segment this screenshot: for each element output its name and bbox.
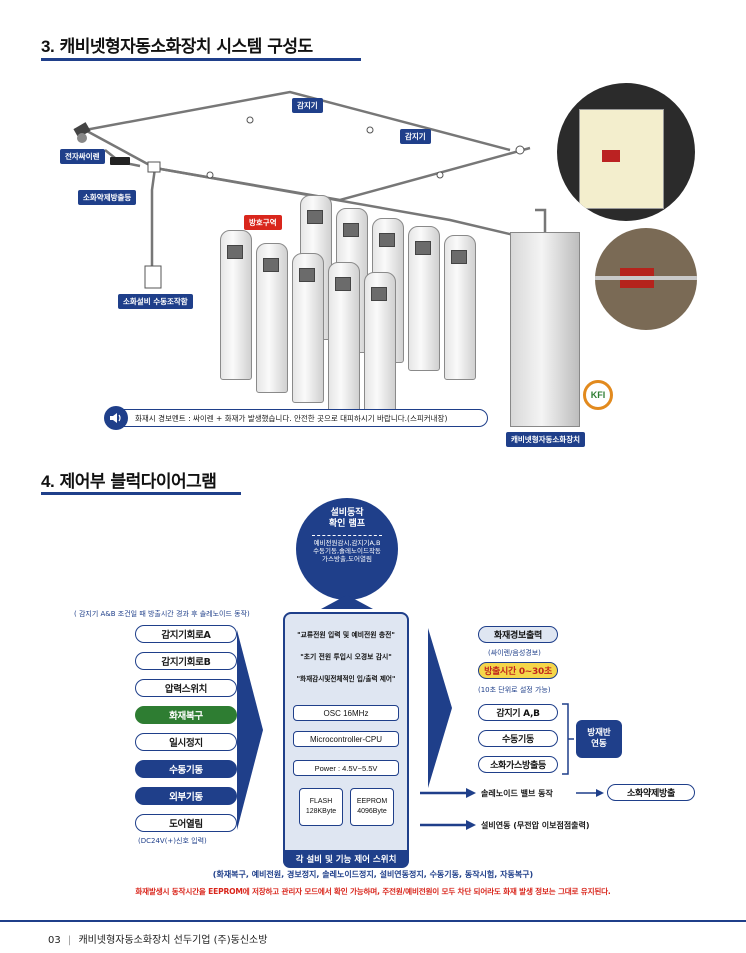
section3-rule xyxy=(41,58,361,61)
extinguisher-cabinet xyxy=(510,232,580,427)
speaker-icon xyxy=(104,406,128,430)
siren-label: 전자싸이렌 xyxy=(60,149,105,164)
agent-discharge-output: 소화약제방출 xyxy=(607,784,695,801)
cpu-footer: 각 설비 및 기능 제어 스위치 xyxy=(283,850,409,868)
detector-label-2: 감지기 xyxy=(400,129,431,144)
input-7: 외부기동 xyxy=(135,787,237,805)
input-note: ( 감지기 A&B 조건일 때 방출시간 경과 후 솔레노이드 동작) xyxy=(74,610,250,618)
discharge-time: 방출시간 0~30초 xyxy=(478,662,558,679)
output-arrow xyxy=(428,628,452,788)
discharge-light-label: 소화약제방출등 xyxy=(78,190,137,205)
status-lamp-badge: 설비동작 확인 램프 예비전원감시,감지기A,B 수동기동,솔레노이드작동 가스… xyxy=(296,498,398,600)
system-wiring-diagram xyxy=(73,90,547,289)
kfi-logo: KFI xyxy=(583,380,613,410)
input-3: 압력스위치 xyxy=(135,679,237,697)
lamp-title: 설비동작 확인 램프 xyxy=(328,508,366,530)
device-label: 캐비넷형자동소화장치 xyxy=(506,432,585,447)
footer-rule xyxy=(0,920,746,922)
input-arrow xyxy=(237,630,263,830)
osc-box: OSC 16MHz xyxy=(293,705,399,721)
cpu-line-1: "교류전원 입력 및 예비전원 충전" xyxy=(297,631,395,639)
flash-box: FLASH 128KByte xyxy=(299,788,343,826)
alarm-message-bar: 화재시 경보멘트 : 싸이렌 + 화재가 발생했습니다. 안전한 곳으로 대피하… xyxy=(108,409,488,427)
cpu-line-2: "초기 전원 투입시 오경보 감시" xyxy=(300,653,392,661)
input-1: 감지기회로A xyxy=(135,625,237,643)
footer: 03 | 캐비넷형자동소화장치 선두기업 (주)동신소방 xyxy=(48,935,268,946)
section3-title: 3. 캐비넷형자동소화장치 시스템 구성도 xyxy=(41,37,313,57)
input-2: 감지기회로B xyxy=(135,652,237,670)
disaster-panel-link: 방재반 연동 xyxy=(576,720,622,758)
valve-photo xyxy=(595,228,697,330)
lamp-desc: 예비전원감시,감지기A,B 수동기동,솔레노이드작동 가스방출,도어열림 xyxy=(313,539,381,564)
switch-list: (화재복구, 예비전원, 경보정지, 솔레노이드정지, 설비연동정지, 수동기동… xyxy=(212,870,534,879)
input-6: 수동기동 xyxy=(135,760,237,778)
gas-light-output: 소화가스방출등 xyxy=(478,756,558,773)
lamp-arrow xyxy=(321,595,373,609)
discharge-time-sub: (10초 단위로 설정 가능) xyxy=(478,686,551,694)
power-box: Power : 4.5V~5.5V xyxy=(293,760,399,776)
section4-title: 4. 제어부 블럭다이어그램 xyxy=(41,472,217,492)
input-footnote: (DC24V(+)신호 입력) xyxy=(138,837,207,845)
siren-icon xyxy=(73,122,91,143)
fire-alarm-sub: (싸이렌/음성경보) xyxy=(488,649,541,657)
protection-zone-label: 방호구역 xyxy=(244,215,282,230)
input-4: 화재복구 xyxy=(135,706,237,724)
output-small-arrows xyxy=(420,788,604,830)
manual-switch-label: 소화설비 수동조작함 xyxy=(118,294,193,309)
fire-alarm-output: 화재경보출력 xyxy=(478,626,558,643)
facility-link-output: 설비연동 (무전압 이보점점출력) xyxy=(481,821,590,830)
group-bracket xyxy=(562,703,574,775)
discharge-light-icon xyxy=(110,157,130,165)
mcu-box: Microcontroller-CPU xyxy=(293,731,399,747)
control-panel-photo xyxy=(557,83,695,221)
detector-label-1: 감지기 xyxy=(292,98,323,113)
footer-text: 캐비넷형자동소화장치 선두기업 (주)동신소방 xyxy=(78,935,268,946)
eeprom-box: EEPROM 4096Byte xyxy=(350,788,394,826)
section4-rule xyxy=(41,492,241,495)
solenoid-output: 솔레노이드 밸브 동작 xyxy=(481,789,553,798)
input-8: 도어열림 xyxy=(135,814,237,832)
input-5: 일시정지 xyxy=(135,733,237,751)
manual-output: 수동기동 xyxy=(478,730,558,747)
eeprom-warning: 화재발생시 동작시간을 EEPROM에 저장하고 관리자 모드에서 확인 가능하… xyxy=(135,887,611,896)
det-ab-output: 감지기 A,B xyxy=(478,704,558,721)
page-number: 03 xyxy=(48,935,61,946)
cpu-line-3: "화재감시및전체적인 입/출력 제어" xyxy=(296,675,396,683)
